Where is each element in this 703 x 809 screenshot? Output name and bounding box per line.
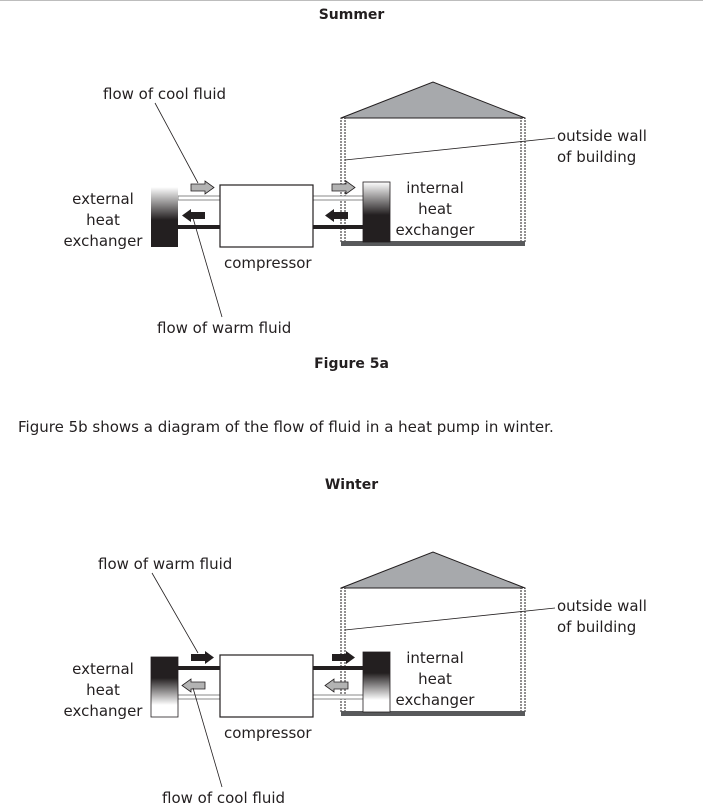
cool-arrow-external: [190, 180, 215, 195]
leader-wall: [344, 607, 556, 631]
label-compressor: compressor: [224, 724, 312, 742]
warm-arrow-internal: [332, 651, 355, 664]
top-rule: [0, 0, 703, 1]
building: [340, 81, 526, 246]
warm-arrow-external: [191, 651, 214, 664]
cool-arrow-internal: [331, 180, 356, 195]
compressor-box: [219, 184, 314, 248]
right-wall: [520, 587, 526, 713]
label-flow-cool: flow of cool fluid: [103, 85, 227, 103]
building: [340, 551, 526, 716]
leader-bottom-flow: [192, 687, 223, 788]
leader-top-flow: [154, 102, 199, 184]
body-paragraph: Figure 5b shows a diagram of the flow of…: [18, 418, 554, 436]
left-wall: [340, 587, 346, 713]
label-compressor: compressor: [224, 254, 312, 272]
label-flow-cool: flow of cool fluid: [162, 789, 286, 807]
winter-diagram: [150, 551, 556, 788]
right-wall: [520, 117, 526, 243]
leader-top-flow: [151, 572, 199, 654]
compressor-box: [219, 654, 314, 718]
left-wall: [340, 117, 346, 243]
warm-arrow-internal: [325, 209, 348, 222]
cool-arrow-external: [181, 678, 206, 693]
external-heat-exchanger: [151, 187, 178, 247]
floor: [341, 711, 525, 716]
roof: [340, 81, 526, 119]
leader-bottom-flow: [192, 217, 223, 318]
external-heat-exchanger: [150, 656, 179, 718]
summer-diagram: [151, 81, 556, 318]
cool-arrow-internal: [324, 678, 349, 693]
roof: [340, 551, 526, 589]
summer-title: Summer: [318, 7, 385, 23]
leader-wall: [344, 137, 556, 161]
internal-heat-exchanger: [362, 651, 391, 713]
label-flow-warm: flow of warm fluid: [98, 555, 233, 573]
floor: [341, 241, 525, 246]
warm-arrow-external: [182, 209, 205, 222]
winter-title: Winter: [324, 477, 379, 493]
figure-5a-caption: Figure 5a: [314, 356, 389, 372]
internal-heat-exchanger: [362, 181, 391, 243]
label-flow-warm: flow of warm fluid: [157, 319, 292, 337]
